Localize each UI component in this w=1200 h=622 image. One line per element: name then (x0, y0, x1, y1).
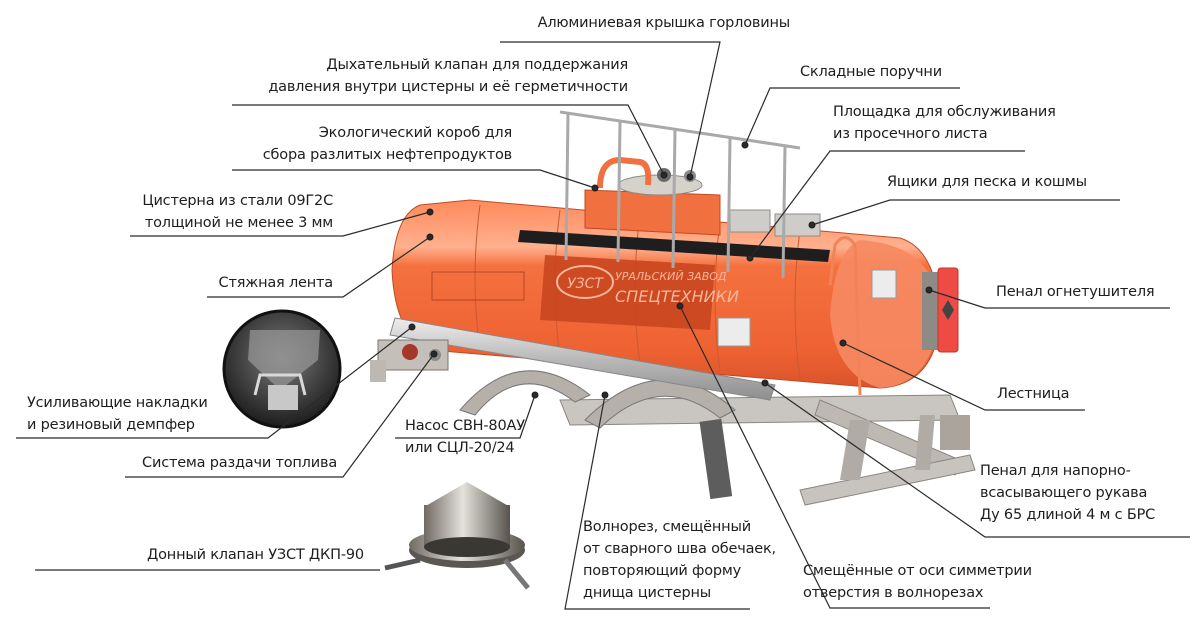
callout-offset-holes: Смещённые от оси симметрии отверстия в в… (803, 563, 1032, 601)
leader-lines (16, 41, 1190, 610)
fenders (459, 370, 736, 500)
bottom-valve (384, 482, 530, 590)
logo-mark: УЗСТ (567, 276, 604, 292)
callout-hose-case: Пенал для напорно- всасывающего рукава Д… (980, 463, 1156, 523)
callout-pump: Насос СВН-80АУ или СЦЛ-20/24 (405, 418, 525, 456)
callout-reinforcement: Усиливающие накладки и резиновый демпфер (27, 395, 208, 433)
callout-folding-rails: Складные поручни (800, 64, 942, 80)
callout-lid: Алюминиевая крышка горловины (537, 15, 791, 31)
callout-fuel-system: Система раздачи топлива (142, 455, 337, 471)
callout-eco-box: Экологический короб для сбора разлитых н… (262, 125, 512, 163)
callout-extinguisher: Пенал огнетушителя (996, 284, 1155, 300)
logo-line2: СПЕЦТЕХНИКИ (615, 287, 739, 306)
chassis (559, 394, 976, 506)
callout-sand-boxes: Ящики для песка и кошмы (887, 174, 1087, 190)
callout-bottom-valve: Донный клапан УЗСТ ДКП-90 (147, 547, 364, 563)
callout-wave-breaker: Волнорез, смещённый от сварного шва обеч… (583, 519, 776, 601)
callout-strap: Стяжная лента (218, 275, 334, 291)
side-pipe (389, 317, 776, 401)
callout-breather-valve: Дыхательный клапан для поддержания давле… (268, 57, 628, 95)
callout-tank-steel: Цистерна из стали 09Г2С толщиной не мене… (142, 193, 333, 231)
callout-markers (408, 141, 933, 399)
reinforcement-inset (222, 309, 342, 429)
logo-line1: УРАЛЬСКИЙ ЗАВОД (615, 270, 727, 283)
callout-ladder: Лестница (997, 386, 1070, 402)
extinguisher-case (922, 267, 959, 353)
fuel-dispensing-unit (370, 339, 449, 382)
callout-platform: Площадка для обслуживания из просечного … (833, 104, 1056, 142)
